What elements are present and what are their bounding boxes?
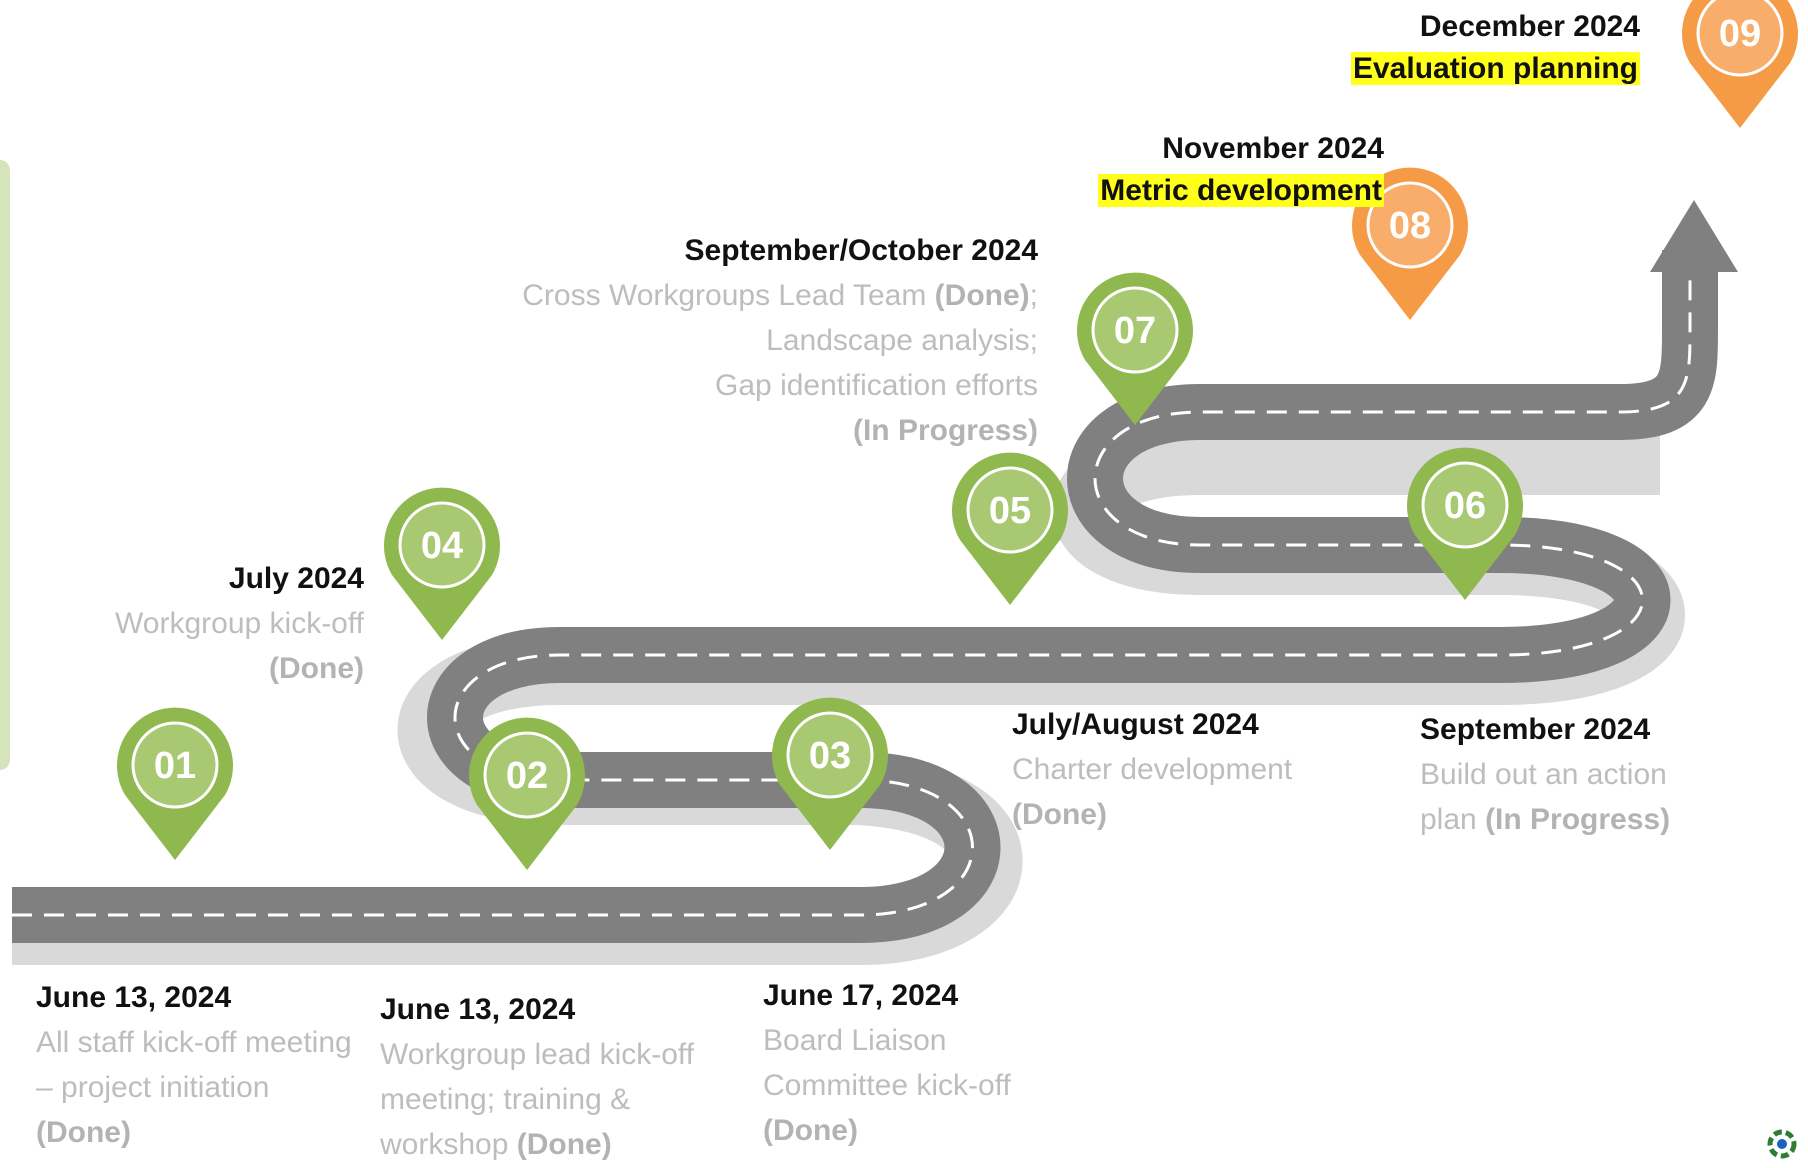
milestone-date: June 17, 2024 bbox=[763, 979, 959, 1012]
milestone-status: (Done) bbox=[763, 1114, 858, 1147]
pin-inner-circle bbox=[786, 711, 874, 799]
milestone-desc-line: Landscape analysis; bbox=[766, 324, 1038, 357]
road-arrowhead bbox=[1650, 200, 1738, 272]
milestone-desc: Workgroup lead kick-off meeting; trainin… bbox=[380, 1038, 695, 1161]
milestone-desc: All staff kick-off meeting – project ini… bbox=[36, 1026, 352, 1104]
milestone-date: July/August 2024 bbox=[1012, 708, 1259, 741]
milestone-desc: Build out an action plan bbox=[1420, 758, 1667, 836]
milestone-04-label: July 2024 Workgroup kick-off (Done) bbox=[40, 556, 364, 691]
pin-number: 09 bbox=[1719, 13, 1761, 55]
milestone-desc-line: Gap identification efforts bbox=[715, 369, 1038, 402]
pin-number: 04 bbox=[421, 525, 463, 567]
milestone-07-label: September/October 2024 Cross Workgroups … bbox=[420, 228, 1038, 453]
milestone-05-label: July/August 2024 Charter development (Do… bbox=[1012, 702, 1352, 837]
pin-number: 01 bbox=[154, 745, 196, 787]
left-side-panel bbox=[0, 160, 10, 770]
milestone-date: September/October 2024 bbox=[684, 234, 1038, 267]
milestone-09-label: December 2024 Evaluation planning bbox=[1270, 4, 1640, 96]
milestone-status: (In Progress) bbox=[1485, 803, 1671, 836]
pin-number: 07 bbox=[1114, 310, 1156, 352]
milestone-02-label: June 13, 2024 Workgroup lead kick-off me… bbox=[380, 987, 720, 1167]
pin-number: 08 bbox=[1389, 205, 1431, 247]
milestone-highlight: Metric development bbox=[1098, 174, 1384, 207]
milestone-status: (Done) bbox=[516, 1128, 612, 1161]
pin-number: 03 bbox=[809, 735, 851, 777]
road-dashes bbox=[12, 250, 1692, 917]
milestone-pin-07: 07 bbox=[1077, 272, 1193, 425]
pin-inner-circle bbox=[1091, 286, 1179, 374]
milestone-date: July 2024 bbox=[228, 562, 364, 595]
milestone-03-label: June 17, 2024 Board Liaison Committee ki… bbox=[763, 973, 1093, 1153]
milestone-pin-06: 06 bbox=[1407, 447, 1523, 600]
milestone-highlight: Evaluation planning bbox=[1350, 52, 1640, 85]
pin-inner-circle bbox=[131, 721, 219, 809]
milestone-status: (Done) bbox=[269, 652, 364, 685]
milestone-date: June 13, 2024 bbox=[36, 981, 232, 1014]
milestone-status: (Done) bbox=[1012, 798, 1107, 831]
pin-inner-circle bbox=[1421, 461, 1509, 549]
milestone-pin-09: 09 bbox=[1682, 0, 1798, 128]
milestone-pin-05: 05 bbox=[951, 452, 1068, 605]
milestone-date: December 2024 bbox=[1419, 10, 1640, 43]
milestone-date: September 2024 bbox=[1420, 713, 1651, 746]
milestone-desc: Workgroup kick-off bbox=[115, 607, 364, 640]
milestone-status: (In Progress) bbox=[852, 414, 1038, 447]
milestone-01-label: June 13, 2024 All staff kick-off meeting… bbox=[36, 975, 366, 1155]
pin-number: 05 bbox=[989, 490, 1031, 532]
pin-inner-circle bbox=[398, 501, 486, 589]
pin-inner-circle bbox=[483, 731, 571, 819]
pin-number: 02 bbox=[506, 755, 548, 797]
milestone-08-label: November 2024 Metric development bbox=[1020, 126, 1384, 218]
milestone-desc: Charter development bbox=[1012, 753, 1293, 786]
milestone-date: November 2024 bbox=[1162, 132, 1384, 165]
corner-logo-icon bbox=[1767, 1129, 1797, 1159]
milestone-pin-01: 01 bbox=[117, 707, 233, 860]
pin-inner-circle bbox=[1696, 0, 1784, 77]
pin-number: 06 bbox=[1444, 485, 1486, 527]
milestone-pin-04: 04 bbox=[383, 487, 500, 640]
pin-inner-circle bbox=[1366, 181, 1454, 269]
milestone-desc-line: Cross Workgroups Lead Team bbox=[522, 279, 927, 312]
pin-inner-circle bbox=[966, 466, 1054, 554]
milestone-desc: Board Liaison Committee kick-off bbox=[763, 1024, 1011, 1102]
milestone-pin-02: 02 bbox=[468, 717, 585, 870]
milestone-date: June 13, 2024 bbox=[380, 993, 576, 1026]
milestone-06-label: September 2024 Build out an action plan … bbox=[1420, 707, 1720, 842]
milestone-status: (Done) bbox=[36, 1116, 131, 1149]
milestone-desc-status: (Done) bbox=[934, 279, 1030, 312]
milestone-pin-03: 03 bbox=[771, 697, 888, 850]
